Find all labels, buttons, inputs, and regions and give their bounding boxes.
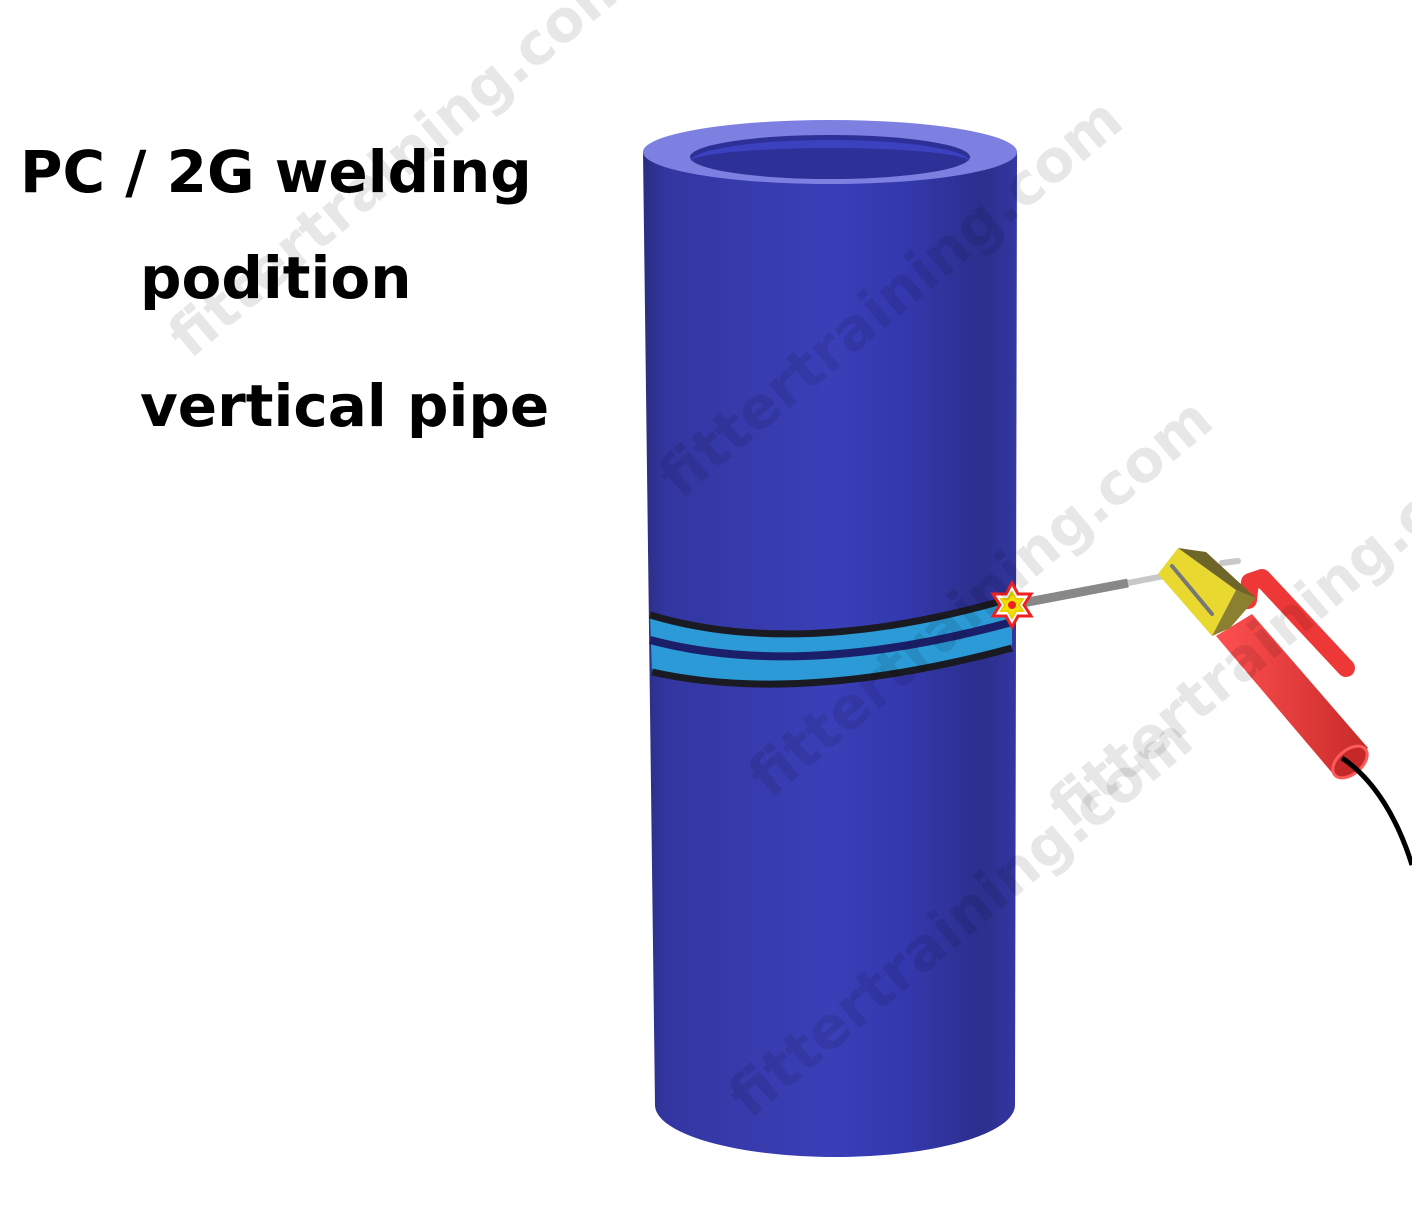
weld-joint — [648, 594, 1014, 688]
arc-spark-icon — [990, 579, 1034, 631]
title-line-3: vertical pipe — [140, 372, 549, 440]
title-line-1: PC / 2G welding — [20, 138, 532, 206]
welding-cable — [1340, 755, 1412, 866]
electrode-holder — [1158, 548, 1412, 866]
title-line-2: podition — [140, 244, 412, 312]
